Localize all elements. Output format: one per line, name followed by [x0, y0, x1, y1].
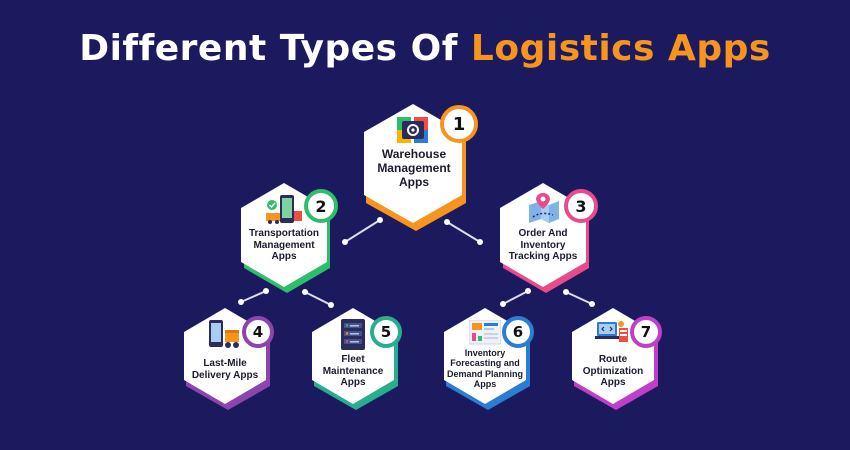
app-node-6: Inventory Forecasting and Demand Plannin… [432, 300, 547, 415]
connector-dot [263, 288, 269, 294]
map-pin-route-icon [527, 191, 561, 223]
number-badge-1: 1 [440, 105, 478, 143]
page-title: Different Types Of Logistics Apps [0, 28, 850, 69]
connector-dot [444, 219, 450, 225]
app-label-4: Last-Mile Delivery Apps [191, 358, 259, 381]
number-badge-5: 5 [370, 316, 402, 348]
number-badge-7: 7 [630, 316, 662, 348]
connector-dot [500, 301, 506, 307]
app-label-5: Fleet Maintenance Apps [322, 354, 384, 388]
connector-2-4 [240, 290, 267, 303]
app-node-7: Route Optimization Apps 7 [560, 300, 675, 415]
connector-dot [589, 301, 595, 307]
hexagon-shape [364, 104, 466, 231]
app-node-5: Fleet Maintenance Apps 5 [300, 300, 415, 415]
number-badge-2: 2 [304, 189, 338, 223]
app-label-6: Inventory Forecasting and Demand Plannin… [446, 348, 523, 390]
dashboard-chart-icon [468, 319, 502, 346]
app-node-4: Last-Mile Delivery Apps 4 [172, 300, 287, 415]
number-badge-3: 3 [564, 189, 598, 223]
connector-3-6 [502, 290, 529, 305]
app-node-1: Warehouse Management Apps 1 [348, 95, 488, 235]
connector-dot [302, 289, 308, 295]
connector-dot [328, 302, 334, 308]
connector-dot [377, 217, 383, 223]
app-label-7: Route Optimization Apps [582, 354, 644, 388]
phone-truck-icon [266, 195, 302, 225]
connector-dot [342, 239, 348, 245]
connector-1-2 [344, 219, 381, 243]
warehouse-gear-icon [396, 115, 430, 145]
app-label-2: Transportation Management Apps [248, 228, 319, 262]
laptop-route-icon [595, 320, 629, 346]
connector-2-5 [304, 291, 332, 306]
connector-1-3 [446, 221, 481, 243]
title-main: Different Types Of [79, 28, 471, 69]
title-accent: Logistics Apps [470, 28, 771, 69]
connector-dot [238, 299, 244, 305]
connector-dot [525, 288, 531, 294]
connector-dot [477, 239, 483, 245]
connector-3-7 [565, 291, 593, 305]
app-label-3: Order And Inventory Tracking Apps [508, 228, 578, 262]
number-badge-6: 6 [502, 316, 534, 348]
app-label-1: Warehouse Management Apps [377, 147, 451, 189]
server-rack-icon [338, 319, 368, 351]
app-node-2: Transportation Management Apps 2 [230, 175, 360, 300]
number-badge-4: 4 [242, 316, 274, 348]
phone-delivery-icon [207, 320, 241, 350]
connector-dot [563, 289, 569, 295]
app-node-3: Order And Inventory Tracking Apps 3 [490, 175, 620, 300]
